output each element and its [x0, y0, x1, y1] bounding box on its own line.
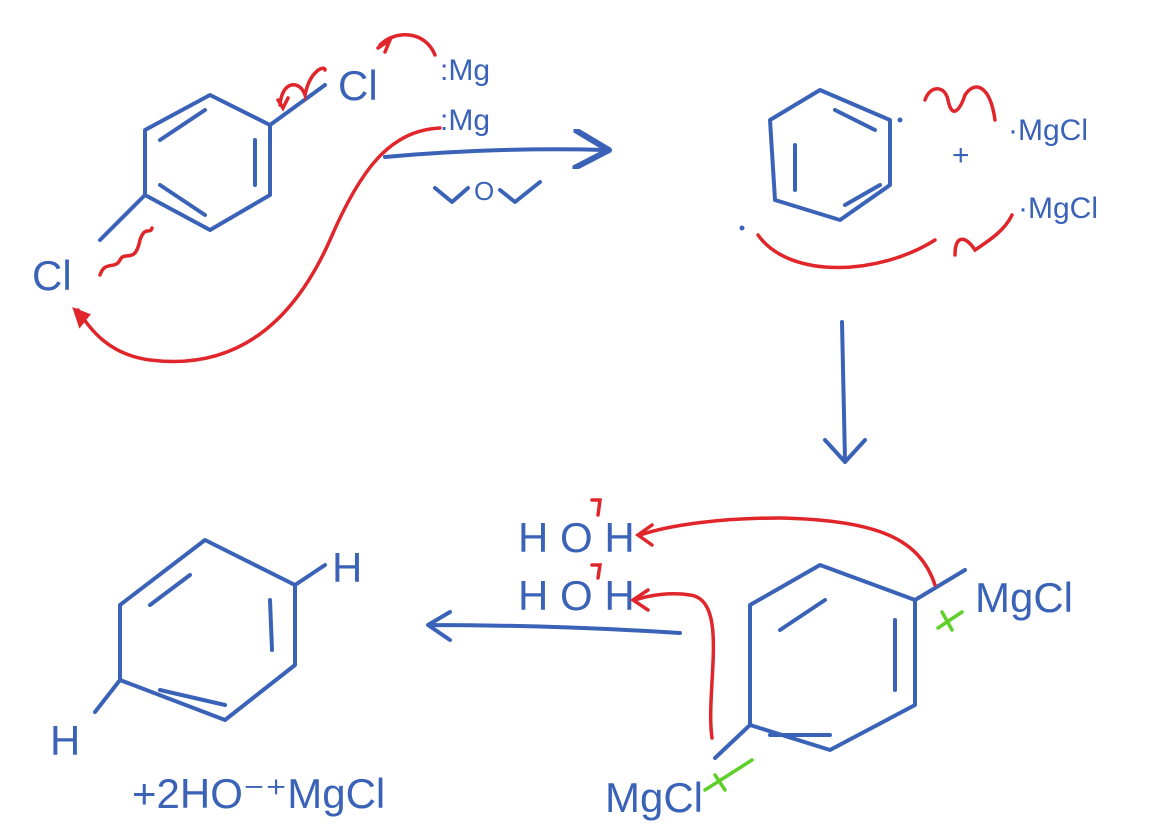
electron-arrows-step1 [72, 33, 442, 364]
chlorine-label-bottom: Cl [32, 252, 72, 299]
water-molecule-bottom: H O H [518, 572, 635, 619]
mgcl-label-bottom: MgCl [605, 774, 703, 821]
water-molecule-top: H O H [518, 514, 635, 561]
mgcl-radical-bottom: ·MgCl [1018, 192, 1098, 225]
electron-arrows-step3 [590, 498, 937, 740]
chlorine-label-top: Cl [338, 62, 378, 109]
mgcl-radical-top: ·MgCl [1008, 114, 1088, 147]
svg-text:O: O [474, 176, 494, 206]
magnesium-label-top: :Mg [440, 54, 490, 87]
bond-cleavage-marks [703, 610, 964, 792]
benzene-diradical-ring [739, 88, 903, 231]
reaction-arrow-3 [426, 610, 682, 642]
electron-arrows-step2 [756, 85, 1014, 270]
diethyl-ether-solvent: O [433, 176, 542, 206]
plus-sign: + [952, 139, 970, 172]
hydrogen-label-right: H [332, 544, 362, 591]
reaction-arrow-1 [383, 149, 605, 157]
mgcl-label-right: MgCl [975, 574, 1073, 621]
magnesium-label-bottom: :Mg [440, 104, 490, 137]
reaction-arrow-2 [823, 320, 867, 464]
hydrogen-label-left: H [50, 717, 80, 764]
byproduct-label: +2HO⁻⁺MgCl [132, 770, 385, 817]
benzene-product-ring [93, 538, 327, 722]
bis-grignard-ring [713, 563, 967, 760]
dichlorobenzene-ring [98, 83, 327, 242]
